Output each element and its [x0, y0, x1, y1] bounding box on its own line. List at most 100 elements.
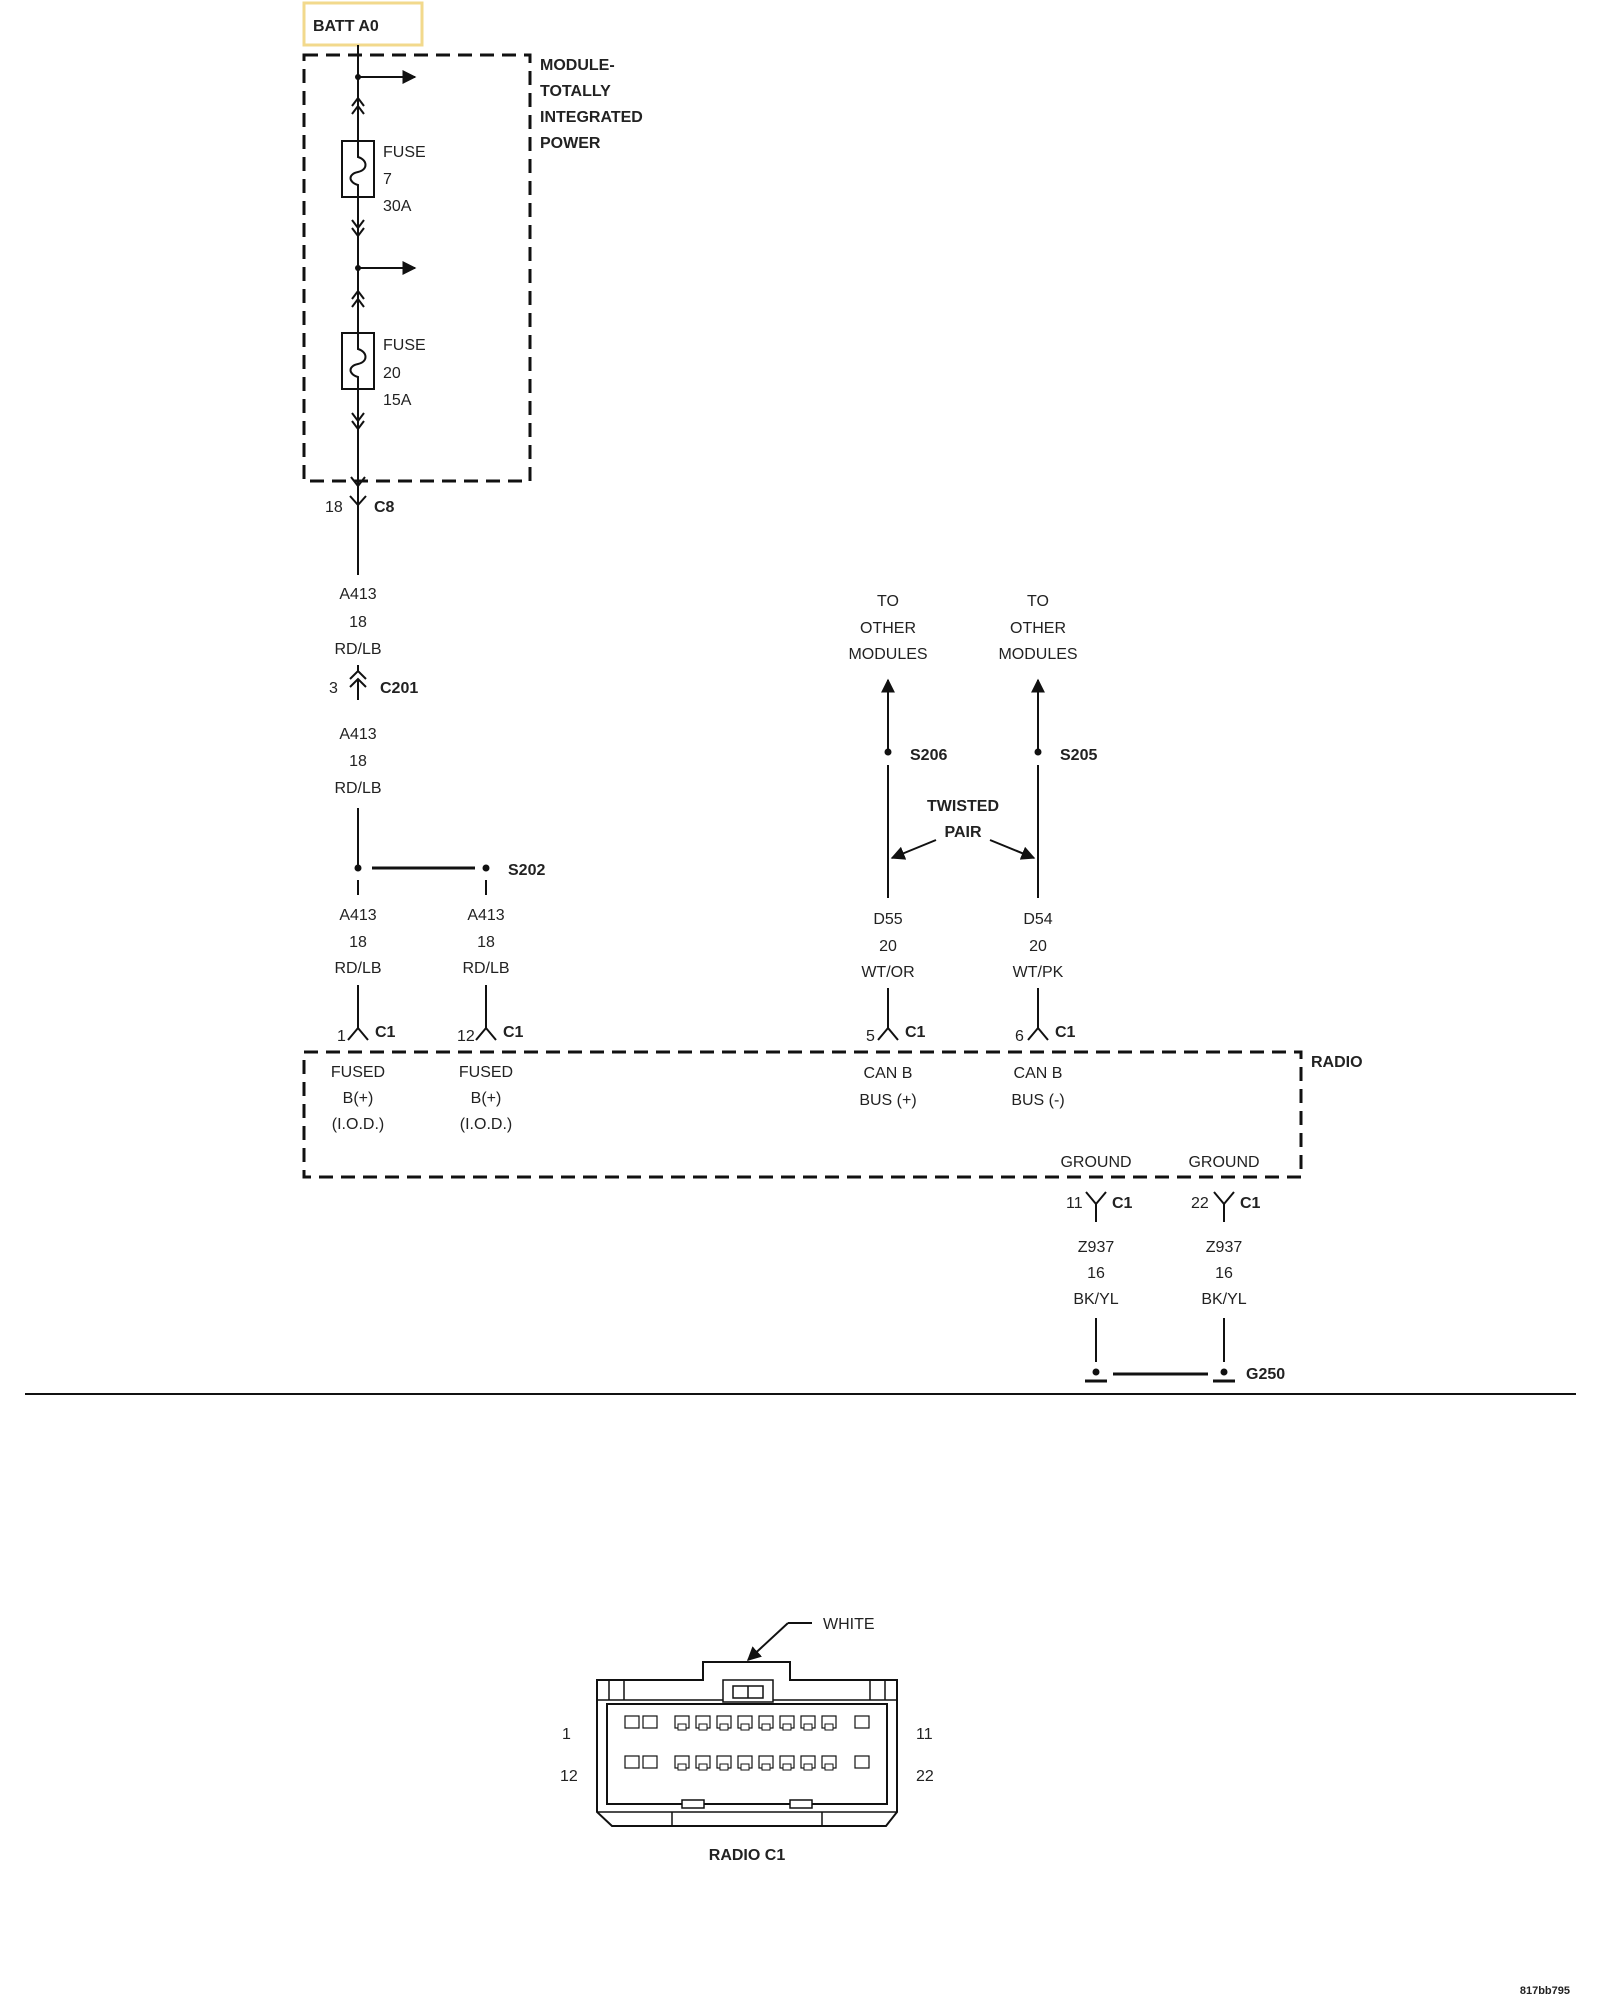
connector-caption: RADIO C1: [709, 1847, 786, 1864]
ground-2-color: BK/YL: [1201, 1291, 1246, 1308]
terminal-latch: [803, 1763, 813, 1771]
branch-1-color: RD/LB: [334, 960, 381, 977]
branch-12-pin: 12: [457, 1028, 475, 1045]
terminal-latch: [761, 1723, 771, 1731]
pin-6-function-1: CAN B: [1014, 1065, 1063, 1082]
c201-pin: 3: [329, 680, 338, 697]
branch-pin-12: A413 18 RD/LB 12 C1: [457, 880, 524, 1045]
ground-1-pin: 11: [1066, 1195, 1083, 1212]
can-plus-gauge: 20: [879, 938, 897, 955]
can-minus-connector: C1: [1055, 1024, 1076, 1041]
terminal-latch: [719, 1763, 729, 1771]
splice-s202: S202: [354, 862, 545, 879]
branch-1-pin: 1: [337, 1028, 346, 1045]
ground-wire-22: 22 C1 Z937 16 BK/YL: [1191, 1191, 1261, 1362]
pin-label-bottom-left: 12: [560, 1768, 578, 1785]
branch-1-gauge: 18: [349, 934, 367, 951]
terminal-cavity: [624, 1755, 640, 1769]
terminal-latch: [677, 1763, 687, 1771]
s202-label: S202: [508, 862, 545, 879]
can-plus-circuit: D55: [873, 911, 902, 928]
battery-source-label: BATT A0: [313, 18, 379, 35]
fuse-20: FUSE 20 15A: [341, 332, 426, 409]
terminal-latch: [740, 1723, 750, 1731]
power-distribution-module: MODULE- TOTALLY INTEGRATED POWER FUSE 7 …: [302, 45, 643, 575]
s205-label: S205: [1060, 747, 1097, 764]
can-minus-dest-1: TO: [1027, 593, 1049, 610]
can-plus-connector: C1: [905, 1024, 926, 1041]
branch-pin-1: A413 18 RD/LB 1 C1: [334, 880, 396, 1045]
ground-2-function: GROUND: [1188, 1154, 1259, 1171]
terminal-latch: [824, 1763, 834, 1771]
ground-1-connector: C1: [1112, 1195, 1133, 1212]
feed-gauge: 18: [349, 614, 367, 631]
pin-label-bottom-right: 22: [916, 1768, 934, 1785]
can-plus-pin: 5: [866, 1028, 875, 1045]
ground-1-circuit: Z937: [1078, 1239, 1115, 1256]
battery-source: BATT A0: [302, 1, 424, 47]
terminal-latch: [740, 1763, 750, 1771]
can-minus-dest-2: OTHER: [1010, 620, 1066, 637]
feed-color-2: RD/LB: [334, 780, 381, 797]
c8-pin: 18: [325, 499, 343, 516]
pin-label-top-left: 1: [562, 1726, 571, 1743]
can-minus-circuit: D54: [1023, 911, 1052, 928]
terminal-latch: [761, 1763, 771, 1771]
can-plus-dest-3: MODULES: [848, 646, 927, 663]
terminal-latch: [677, 1723, 687, 1731]
can-minus-pin: 6: [1015, 1028, 1024, 1045]
module-title-line-3: INTEGRATED: [540, 109, 643, 126]
feed-circuit: A413: [339, 586, 376, 603]
can-bus-minus: TO OTHER MODULES S205 D54 20 WT/PK 6 C1: [998, 593, 1097, 1045]
pin-1-function-3: (I.O.D.): [332, 1116, 384, 1133]
ground-2-connector: C1: [1240, 1195, 1261, 1212]
pin-6-function-2: BUS (-): [1011, 1092, 1064, 1109]
branch-12-circuit: A413: [467, 907, 504, 924]
can-plus-dest-1: TO: [877, 593, 899, 610]
terminal-latch: [782, 1723, 792, 1731]
terminal-latch: [824, 1723, 834, 1731]
radio-c1-connector-view: WHITE 1 11 12 22 RADIO C1: [560, 1616, 934, 1864]
ground-2-gauge: 16: [1215, 1265, 1233, 1282]
can-plus-dest-2: OTHER: [860, 620, 916, 637]
c8-label: C8: [374, 499, 395, 516]
connector-c8: 18 C8: [325, 495, 395, 516]
terminal-cavity: [642, 1755, 658, 1769]
can-minus-color: WT/PK: [1013, 964, 1064, 981]
terminal-latch: [698, 1723, 708, 1731]
ground-1-function: GROUND: [1060, 1154, 1131, 1171]
module-title-line-2: TOTALLY: [540, 83, 611, 100]
branch-1-circuit: A413: [339, 907, 376, 924]
terminal-cavity: [854, 1715, 870, 1729]
ground-2-circuit: Z937: [1206, 1239, 1243, 1256]
c201-label: C201: [380, 680, 418, 697]
pin-12-function-2: B(+): [471, 1090, 502, 1107]
pin-5-function-1: CAN B: [864, 1065, 913, 1082]
can-minus-gauge: 20: [1029, 938, 1047, 955]
feed-wire: A413 18 RD/LB 3 C201 A413 18 RD/LB: [329, 586, 418, 868]
figure-id: 817bb795: [1520, 1985, 1570, 1997]
ground-2-pin: 22: [1191, 1195, 1209, 1212]
pin-label-top-right: 11: [916, 1726, 933, 1743]
fuse-7-rating: 30A: [383, 198, 412, 215]
module-title-line-1: MODULE-: [540, 57, 615, 74]
radio-module: RADIO FUSED B(+) (I.O.D.) FUSED B(+) (I.…: [302, 1050, 1363, 1179]
twisted-pair-line-1: TWISTED: [927, 798, 999, 815]
fuse-7-type: FUSE: [383, 144, 426, 161]
fuse-20-rating: 15A: [383, 392, 412, 409]
fuse-7: FUSE 7 30A: [341, 140, 426, 215]
pin-12-function-3: (I.O.D.): [460, 1116, 512, 1133]
feed-circuit-2: A413: [339, 726, 376, 743]
branch-12-gauge: 18: [477, 934, 495, 951]
radio-label: RADIO: [1311, 1054, 1363, 1071]
can-minus-dest-3: MODULES: [998, 646, 1077, 663]
pin-1-function-1: FUSED: [331, 1064, 385, 1081]
ground-1-gauge: 16: [1087, 1265, 1105, 1282]
terminal-latch: [719, 1723, 729, 1731]
connector-cavities: [624, 1715, 870, 1771]
can-bus-plus: TO OTHER MODULES S206 D55 20 WT/OR 5 C1: [848, 593, 947, 1045]
fuse-20-number: 20: [383, 365, 401, 382]
pin-12-function-1: FUSED: [459, 1064, 513, 1081]
branch-12-color: RD/LB: [462, 960, 509, 977]
